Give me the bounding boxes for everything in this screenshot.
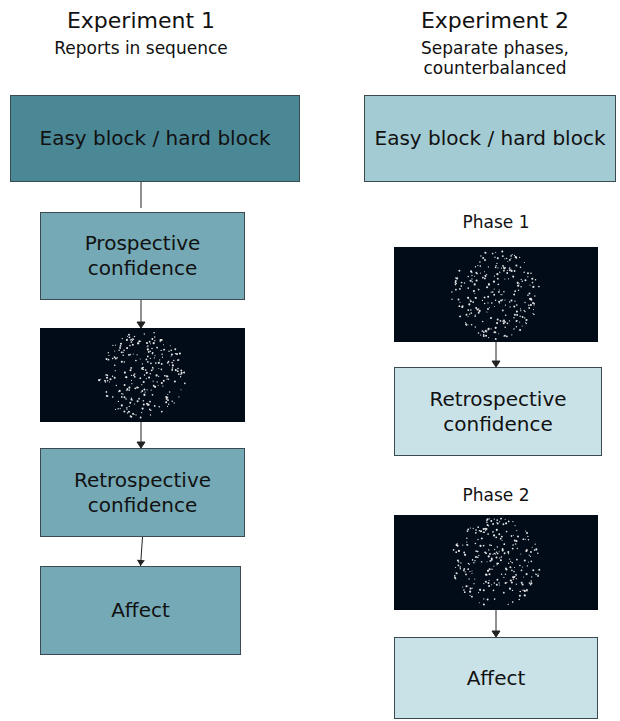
box-label: Easy block / hard block: [367, 122, 614, 155]
column-heading: Experiment 2: [370, 8, 620, 34]
flow-arrow: [137, 537, 145, 566]
dot-motion-stimulus: [394, 247, 598, 342]
box-label: Retrospective confidence: [41, 464, 244, 522]
process-box: Affect: [40, 566, 241, 655]
process-box: Easy block / hard block: [364, 95, 616, 182]
phase-label: Phase 1: [395, 212, 597, 232]
process-box: Easy block / hard block: [10, 95, 300, 182]
process-box: Affect: [394, 637, 598, 719]
process-box: Prospective confidence: [40, 212, 245, 300]
process-box: Retrospective confidence: [40, 448, 245, 537]
box-label: Easy block / hard block: [32, 122, 279, 155]
dot-motion-stimulus: [394, 515, 598, 610]
phase-label: Phase 2: [395, 485, 597, 505]
phase-label: Separate phases, counterbalanced: [395, 38, 595, 79]
box-label: Affect: [459, 662, 534, 695]
dot-motion-stimulus: [40, 328, 245, 422]
box-label: Affect: [103, 594, 178, 627]
process-box: Retrospective confidence: [394, 367, 602, 456]
phase-label: Reports in sequence: [0, 38, 282, 58]
box-label: Prospective confidence: [41, 227, 244, 285]
box-label: Retrospective confidence: [395, 383, 601, 441]
column-heading: Experiment 1: [0, 8, 282, 34]
